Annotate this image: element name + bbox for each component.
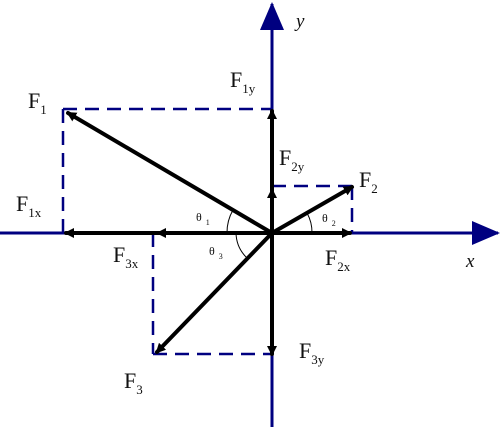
label-f3x: F3x [113,242,139,271]
vector-f1 [66,111,274,235]
label-f3: F3 [124,368,143,397]
angle-arc-theta2 [306,212,313,234]
vector-f2 [270,185,354,235]
x-axis-label: x [465,251,475,272]
angle-arc-theta1 [226,209,234,234]
angle-arc-theta3 [235,232,248,259]
label-f1y: F1y [230,67,256,96]
label-f2y: F2y [279,145,305,174]
label-f1: F1 [28,88,47,117]
label-f1x: F1x [16,191,42,220]
label-f2: F2 [359,167,378,196]
label-f2x: F2x [325,245,351,274]
label-f3y: F3y [299,338,325,367]
vector-f3 [155,231,274,354]
y-axis-label: y [294,11,305,32]
